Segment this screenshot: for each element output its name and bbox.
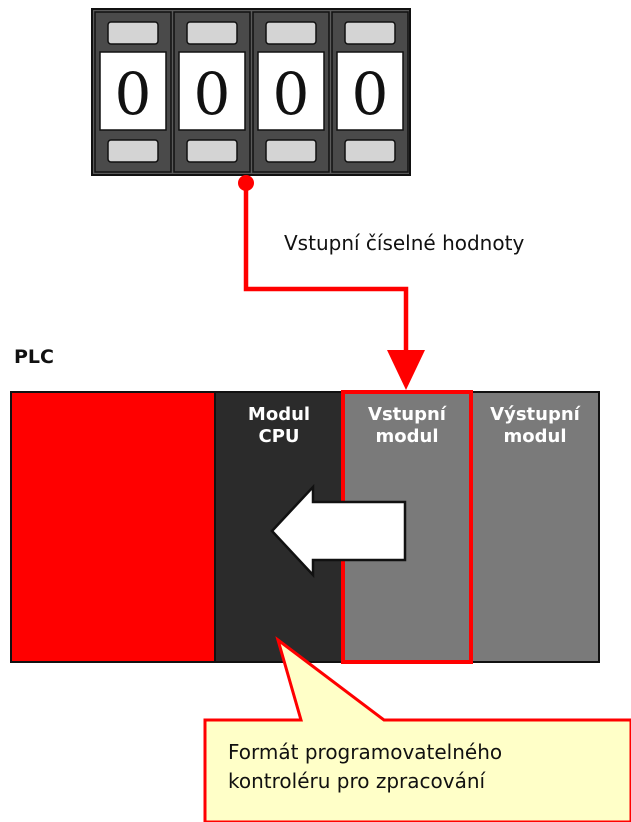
increment-button[interactable]	[108, 22, 158, 44]
output-module-label: Výstupní modul	[471, 404, 599, 448]
power-supply-module	[11, 392, 215, 662]
increment-button[interactable]	[345, 22, 395, 44]
digit-value: 0	[115, 60, 152, 128]
arrow-head-down-icon	[387, 350, 425, 390]
callout-text: Formát programovatelného kontroléru pro …	[228, 738, 502, 796]
increment-button[interactable]	[187, 22, 237, 44]
decrement-button[interactable]	[108, 140, 158, 162]
digit-value: 0	[194, 60, 231, 128]
digit-value: 0	[273, 60, 310, 128]
decrement-button[interactable]	[187, 140, 237, 162]
input-module-label: Vstupní modul	[343, 404, 471, 448]
digit-cell-2[interactable]: 0	[174, 12, 250, 172]
signal-line	[246, 183, 406, 352]
plc-label: PLC	[14, 346, 54, 368]
input-signal-arrow	[238, 175, 425, 390]
decrement-button[interactable]	[266, 140, 316, 162]
increment-button[interactable]	[266, 22, 316, 44]
digit-cell-1[interactable]: 0	[95, 12, 171, 172]
digit-value: 0	[352, 60, 389, 128]
digit-cell-4[interactable]: 0	[332, 12, 408, 172]
input-values-label: Vstupní číselné hodnoty	[284, 231, 524, 255]
decrement-button[interactable]	[345, 140, 395, 162]
digit-cell-3[interactable]: 0	[253, 12, 329, 172]
thumbwheel-switch: 0 0 0 0	[92, 9, 410, 175]
cpu-module-label: Modul CPU	[215, 404, 343, 448]
